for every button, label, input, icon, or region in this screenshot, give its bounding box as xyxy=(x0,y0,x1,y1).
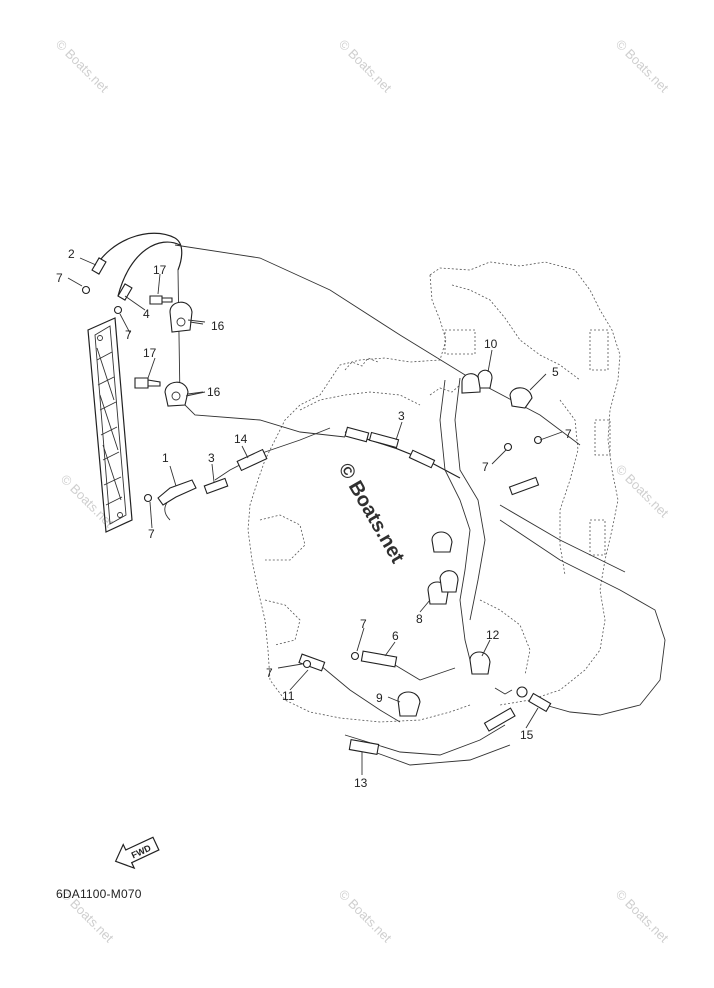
gasket-plate xyxy=(87,317,133,533)
callout-16: 16 xyxy=(207,385,221,399)
callout-3: 3 xyxy=(208,451,215,465)
watermark: © Boats.net xyxy=(613,37,672,96)
watermark: © Boats.net xyxy=(613,462,672,521)
callout-4: 4 xyxy=(143,307,150,321)
callout-17: 17 xyxy=(143,346,157,360)
leader-lines xyxy=(67,257,563,775)
center-watermark: © Boats.net xyxy=(334,460,409,568)
callout-11: 11 xyxy=(282,689,295,703)
callout-7: 7 xyxy=(482,460,489,474)
callout-8: 8 xyxy=(416,612,423,626)
callout-7: 7 xyxy=(266,666,273,680)
callout-7: 7 xyxy=(565,427,572,441)
callout-10: 10 xyxy=(484,337,498,351)
watermark: © Boats.net xyxy=(53,37,112,96)
callout-3: 3 xyxy=(398,409,405,423)
callout-7: 7 xyxy=(56,271,63,285)
watermark: © Boats.net xyxy=(336,37,395,96)
callout-15: 15 xyxy=(520,728,534,742)
callout-7: 7 xyxy=(360,617,367,631)
callout-16: 16 xyxy=(211,319,225,333)
callout-7: 7 xyxy=(148,527,155,541)
engine-block-outline xyxy=(247,261,621,723)
watermark: © Boats.net xyxy=(613,887,672,946)
hoses xyxy=(94,232,666,766)
callout-6: 6 xyxy=(392,629,399,643)
watermark: © Boats.net xyxy=(336,887,395,946)
diagram-code: 6DA1100-M070 xyxy=(56,887,142,901)
fwd-arrow-icon: FWD xyxy=(114,836,160,870)
callout-1: 1 xyxy=(162,451,169,465)
watermarks: © Boats.net © Boats.net © Boats.net © Bo… xyxy=(53,37,672,946)
callout-12: 12 xyxy=(486,628,500,642)
callout-9: 9 xyxy=(376,691,383,705)
callouts: 2 7 4 7 17 16 17 16 1 3 14 7 3 10 5 7 7 … xyxy=(56,247,572,790)
callout-14: 14 xyxy=(234,432,248,446)
hose-fittings xyxy=(91,257,552,755)
clamps xyxy=(81,285,543,717)
callout-7: 7 xyxy=(125,328,132,342)
callout-13: 13 xyxy=(354,776,368,790)
callout-5: 5 xyxy=(552,365,559,379)
callout-17: 17 xyxy=(153,263,167,277)
callout-2: 2 xyxy=(68,247,75,261)
